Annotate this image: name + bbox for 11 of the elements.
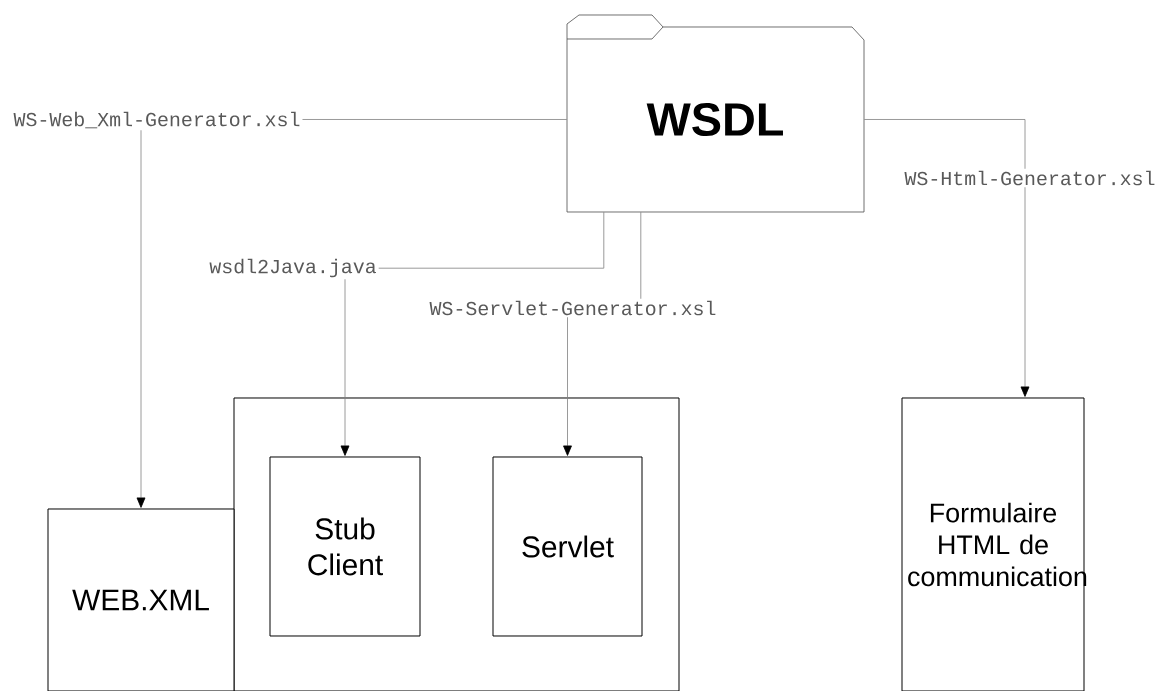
edge-label: WS-Html-Generator.xsl	[902, 168, 1158, 188]
file-box: WEB.XML	[47, 508, 235, 691]
edge-label: WS-Web_Xml-Generator.xsl	[11, 109, 303, 131]
edge-label: wsdl2Java.java	[207, 256, 379, 280]
form-box: Formulaire HTML de communication	[901, 397, 1087, 691]
arrow	[340, 211, 605, 456]
process-box: Servlet	[492, 456, 643, 637]
arrow	[863, 119, 1030, 397]
edge-label: WS-Servlet-Generator.xsl	[427, 298, 719, 318]
process-box: Stub Client	[269, 456, 421, 637]
folder-drawing: WSDL	[566, 14, 865, 213]
